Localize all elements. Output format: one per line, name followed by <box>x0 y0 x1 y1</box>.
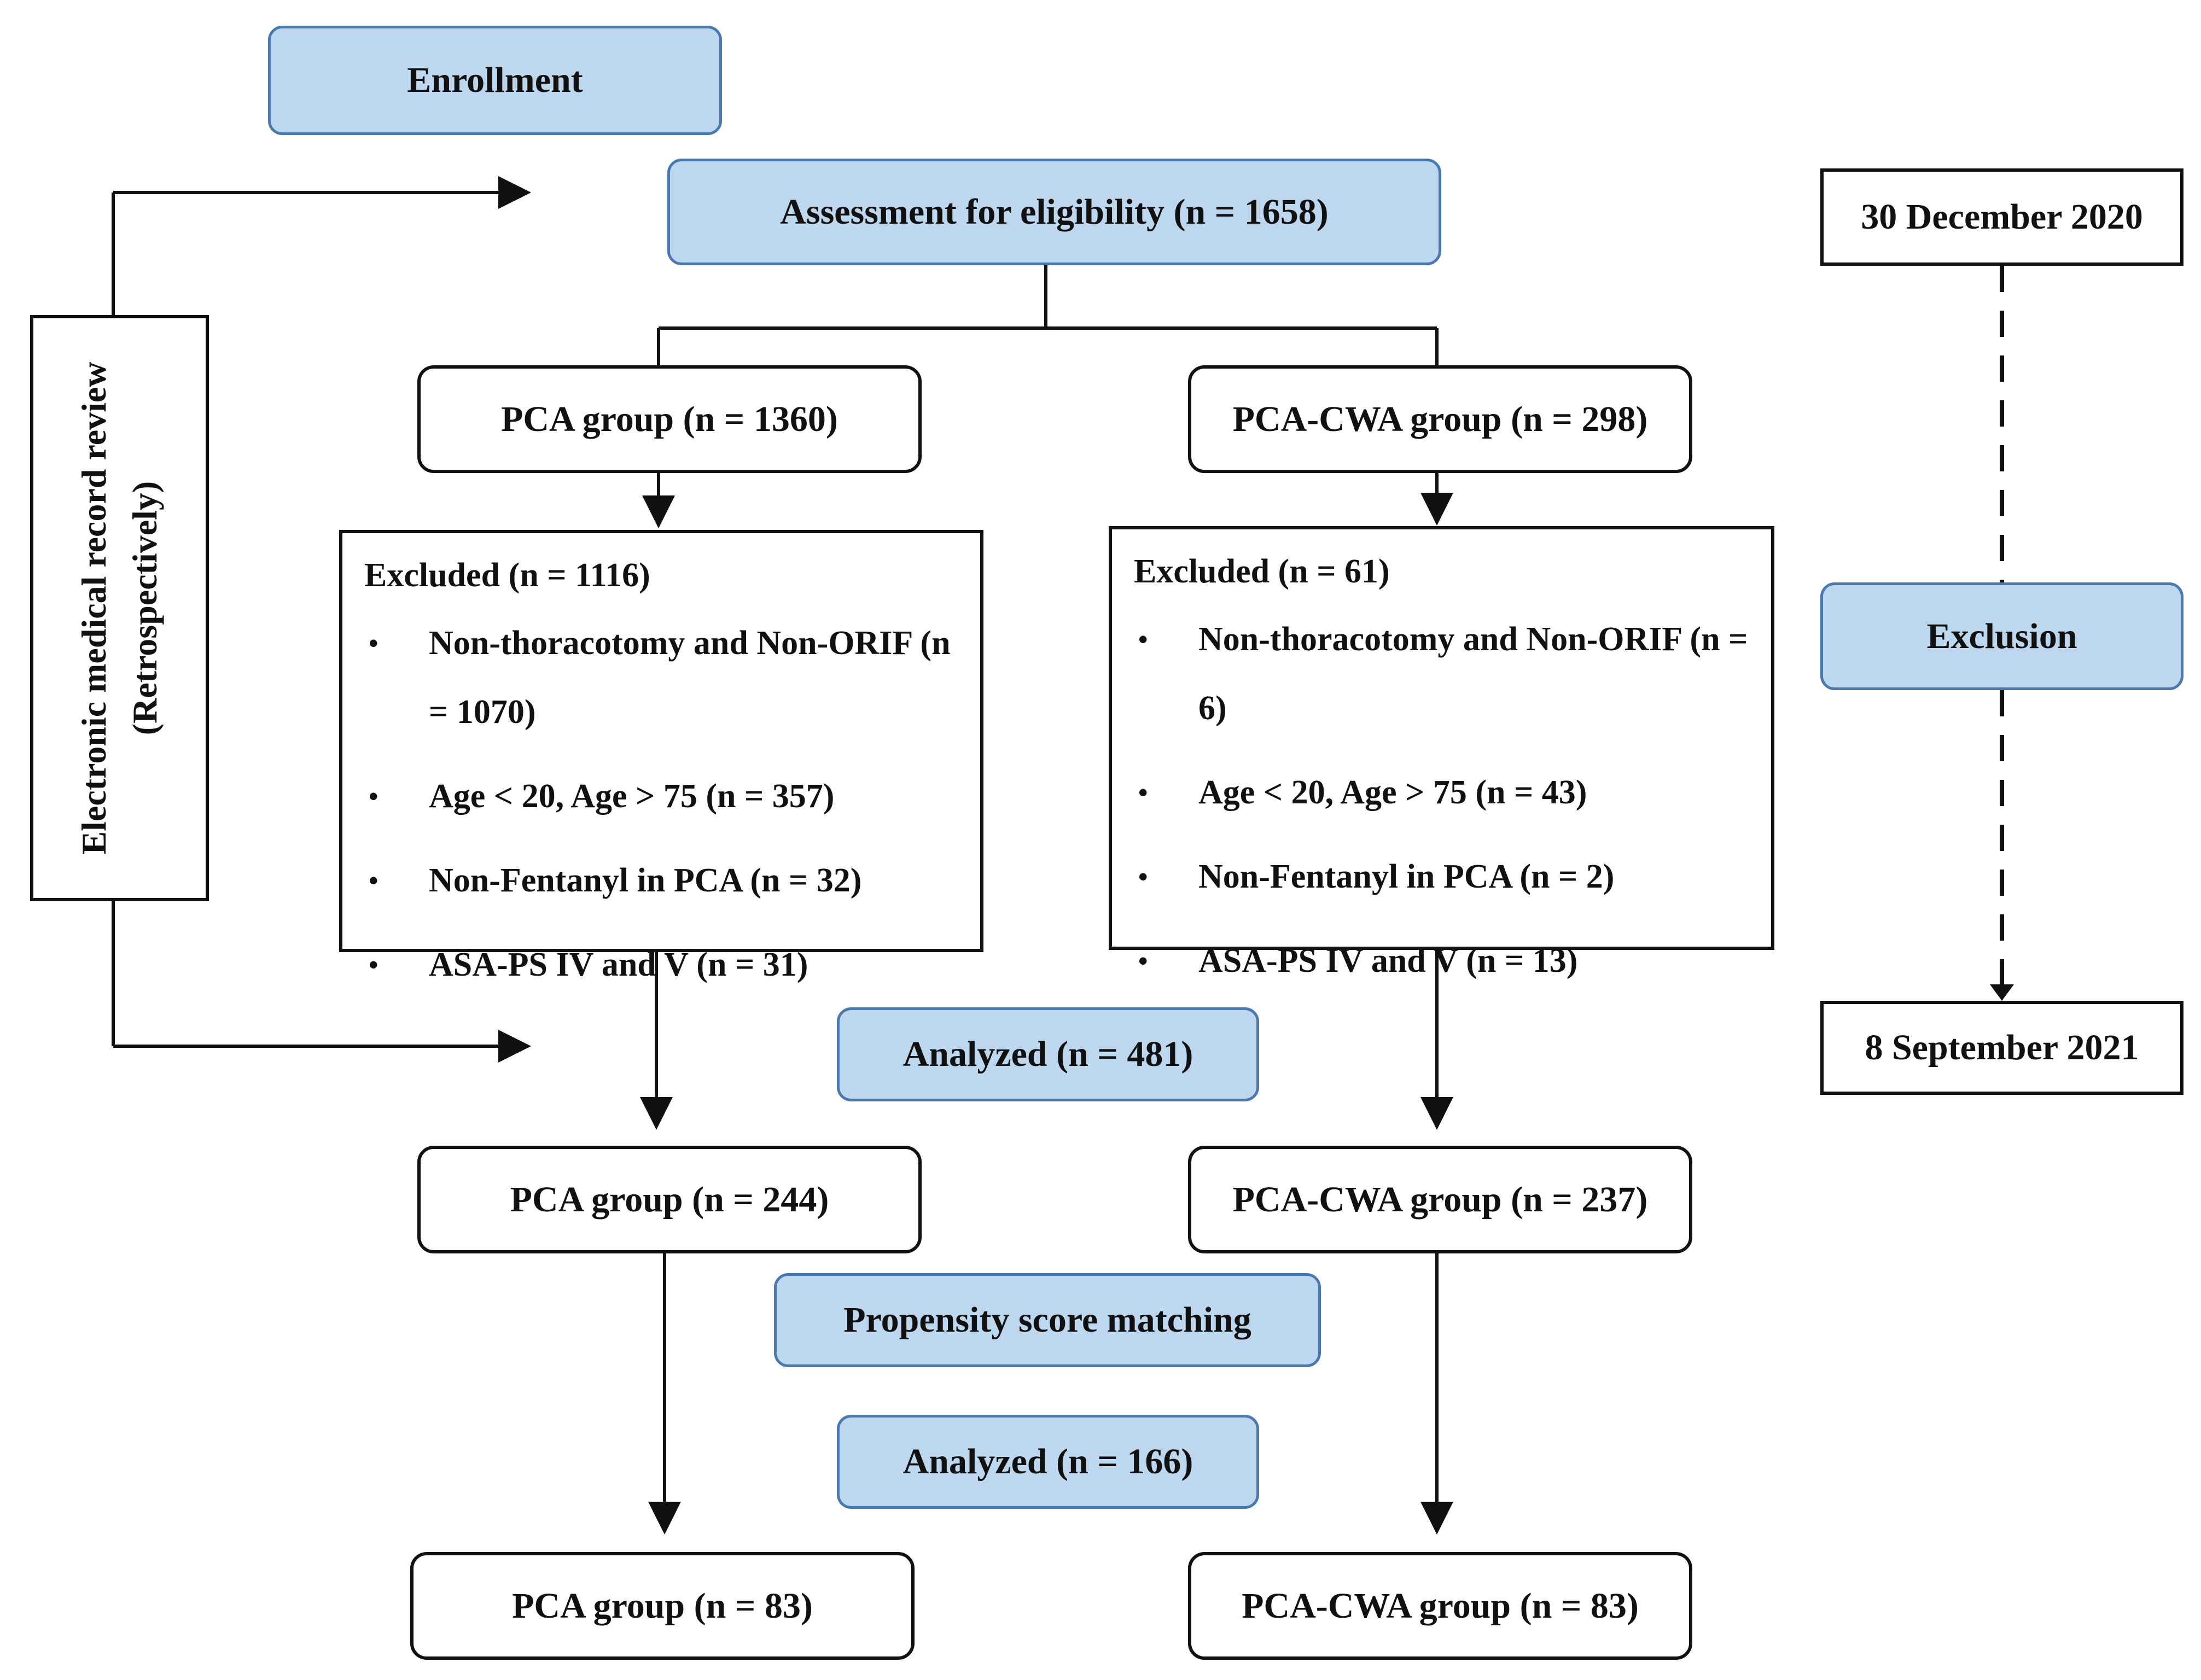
enrollment-label: Enrollment <box>268 26 722 135</box>
pca-group-initial-box: PCA group (n = 1360) <box>417 365 922 473</box>
excluded-pca-box: Excluded (n = 1116) •Non-thoracotomy and… <box>339 530 983 983</box>
excluded-pca-item: •Age < 20, Age > 75 (n = 357) <box>369 778 835 815</box>
excluded-cwa-item: •Age < 20, Age > 75 (n = 43) <box>1138 774 1587 812</box>
excluded-pca-item: •Non-Fentanyl in PCA (n = 32) <box>369 862 862 900</box>
excluded-pca-item: •ASA-PS IV and V (n = 31) <box>369 946 808 984</box>
analyzed-481-box: Analyzed (n = 481) <box>837 1007 1259 1101</box>
record-review-box: Electronic medical record review (Retros… <box>30 315 209 901</box>
excluded-cwa-item: •Non-thoracotomy and Non-ORIF (n = 6) <box>1138 621 1748 727</box>
cwa-group-analyzed-box: PCA-CWA group (n = 237) <box>1188 1146 1692 1253</box>
assessment-box: Assessment for eligibility (n = 1658) <box>667 159 1441 265</box>
record-review-line1: Electronic medical record review <box>74 361 113 855</box>
cwa-group-initial-box: PCA-CWA group (n = 298) <box>1188 365 1692 473</box>
excluded-cwa-header: Excluded (n = 61) <box>1134 553 1390 590</box>
excluded-cwa-item: •Non-Fentanyl in PCA (n = 2) <box>1138 858 1615 896</box>
timeline-arrowhead <box>1990 984 2014 1001</box>
pca-group-analyzed-box: PCA group (n = 244) <box>417 1146 922 1253</box>
analyzed-166-box: Analyzed (n = 166) <box>837 1415 1259 1509</box>
excluded-cwa-box: Excluded (n = 61) •Non-thoracotomy and N… <box>1109 526 1774 979</box>
propensity-score-matching-box: Propensity score matching <box>774 1273 1321 1367</box>
date-start-box: 30 December 2020 <box>1820 168 2183 266</box>
excluded-cwa-item: •ASA-PS IV and V (n = 13) <box>1138 942 1578 980</box>
cwa-group-final-box: PCA-CWA group (n = 83) <box>1188 1552 1692 1660</box>
excluded-pca-item: •Non-thoracotomy and Non-ORIF (n = 1070) <box>369 625 951 731</box>
exclusion-label: Exclusion <box>1820 582 2183 690</box>
pca-group-final-box: PCA group (n = 83) <box>410 1552 915 1660</box>
date-end-box: 8 September 2021 <box>1820 1001 2183 1095</box>
record-review-line2: (Retrospectively) <box>125 481 164 736</box>
excluded-pca-header: Excluded (n = 1116) <box>364 557 650 594</box>
